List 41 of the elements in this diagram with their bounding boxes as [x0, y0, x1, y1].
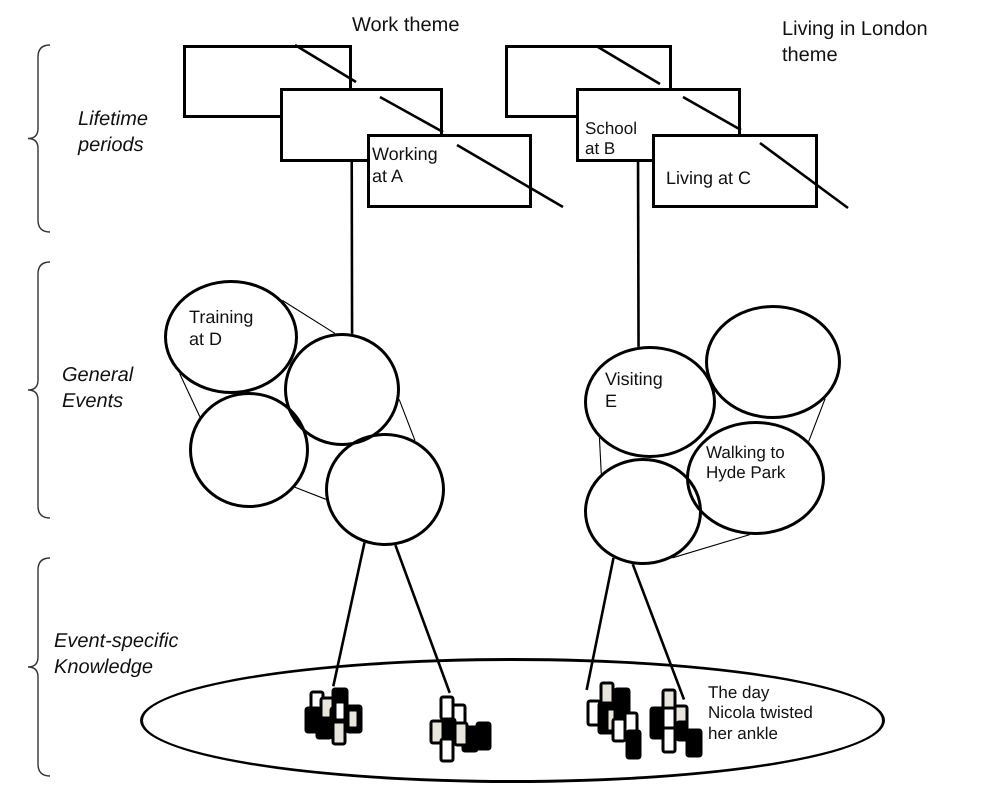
card-stack-drawing: [585, 679, 643, 761]
node-label: Training at D: [189, 307, 254, 350]
section-label: Work theme: [352, 13, 460, 38]
connector-line: [398, 399, 416, 441]
card-stack-drawing: [647, 686, 705, 758]
connector-line: [585, 558, 615, 690]
event-circle: [164, 280, 298, 394]
event-circle: [189, 392, 309, 508]
connector-line: [394, 544, 451, 694]
section-label: Lifetime periods: [78, 107, 150, 158]
card-stack-drawing: [427, 693, 493, 765]
connector-line: [672, 534, 750, 558]
event-circle: [325, 433, 445, 546]
node-label: Living at C: [666, 168, 752, 190]
event-circle: [686, 421, 825, 535]
period-box: [280, 88, 443, 162]
event-circle: [705, 305, 841, 419]
connector-line: [332, 542, 366, 687]
connector-line: [294, 486, 326, 500]
event-circle: [284, 333, 400, 446]
connector-line: [808, 398, 826, 442]
connector-line: [598, 438, 602, 474]
connector-line: [636, 162, 640, 347]
period-box: [576, 88, 741, 162]
section-label: Event-specific Knowledge: [54, 629, 180, 680]
period-box: [183, 45, 352, 118]
node-label: Walking to Hyde Park: [706, 443, 786, 484]
node-label: Visiting E: [605, 369, 664, 412]
connector-line: [179, 373, 200, 417]
connector-line: [282, 300, 336, 334]
event-circle: [584, 458, 702, 565]
node-label: Working at A: [372, 144, 439, 188]
connector-line: [350, 162, 354, 334]
period-box: [652, 134, 818, 208]
section-label: Living in London theme: [782, 17, 929, 68]
node-label: School at B: [585, 119, 638, 160]
period-box: [367, 134, 532, 208]
section-label: General Events: [62, 363, 135, 414]
connector-line: [632, 564, 686, 700]
node-label: The day Nicola twisted her ankle: [708, 683, 814, 744]
period-box: [505, 45, 672, 118]
